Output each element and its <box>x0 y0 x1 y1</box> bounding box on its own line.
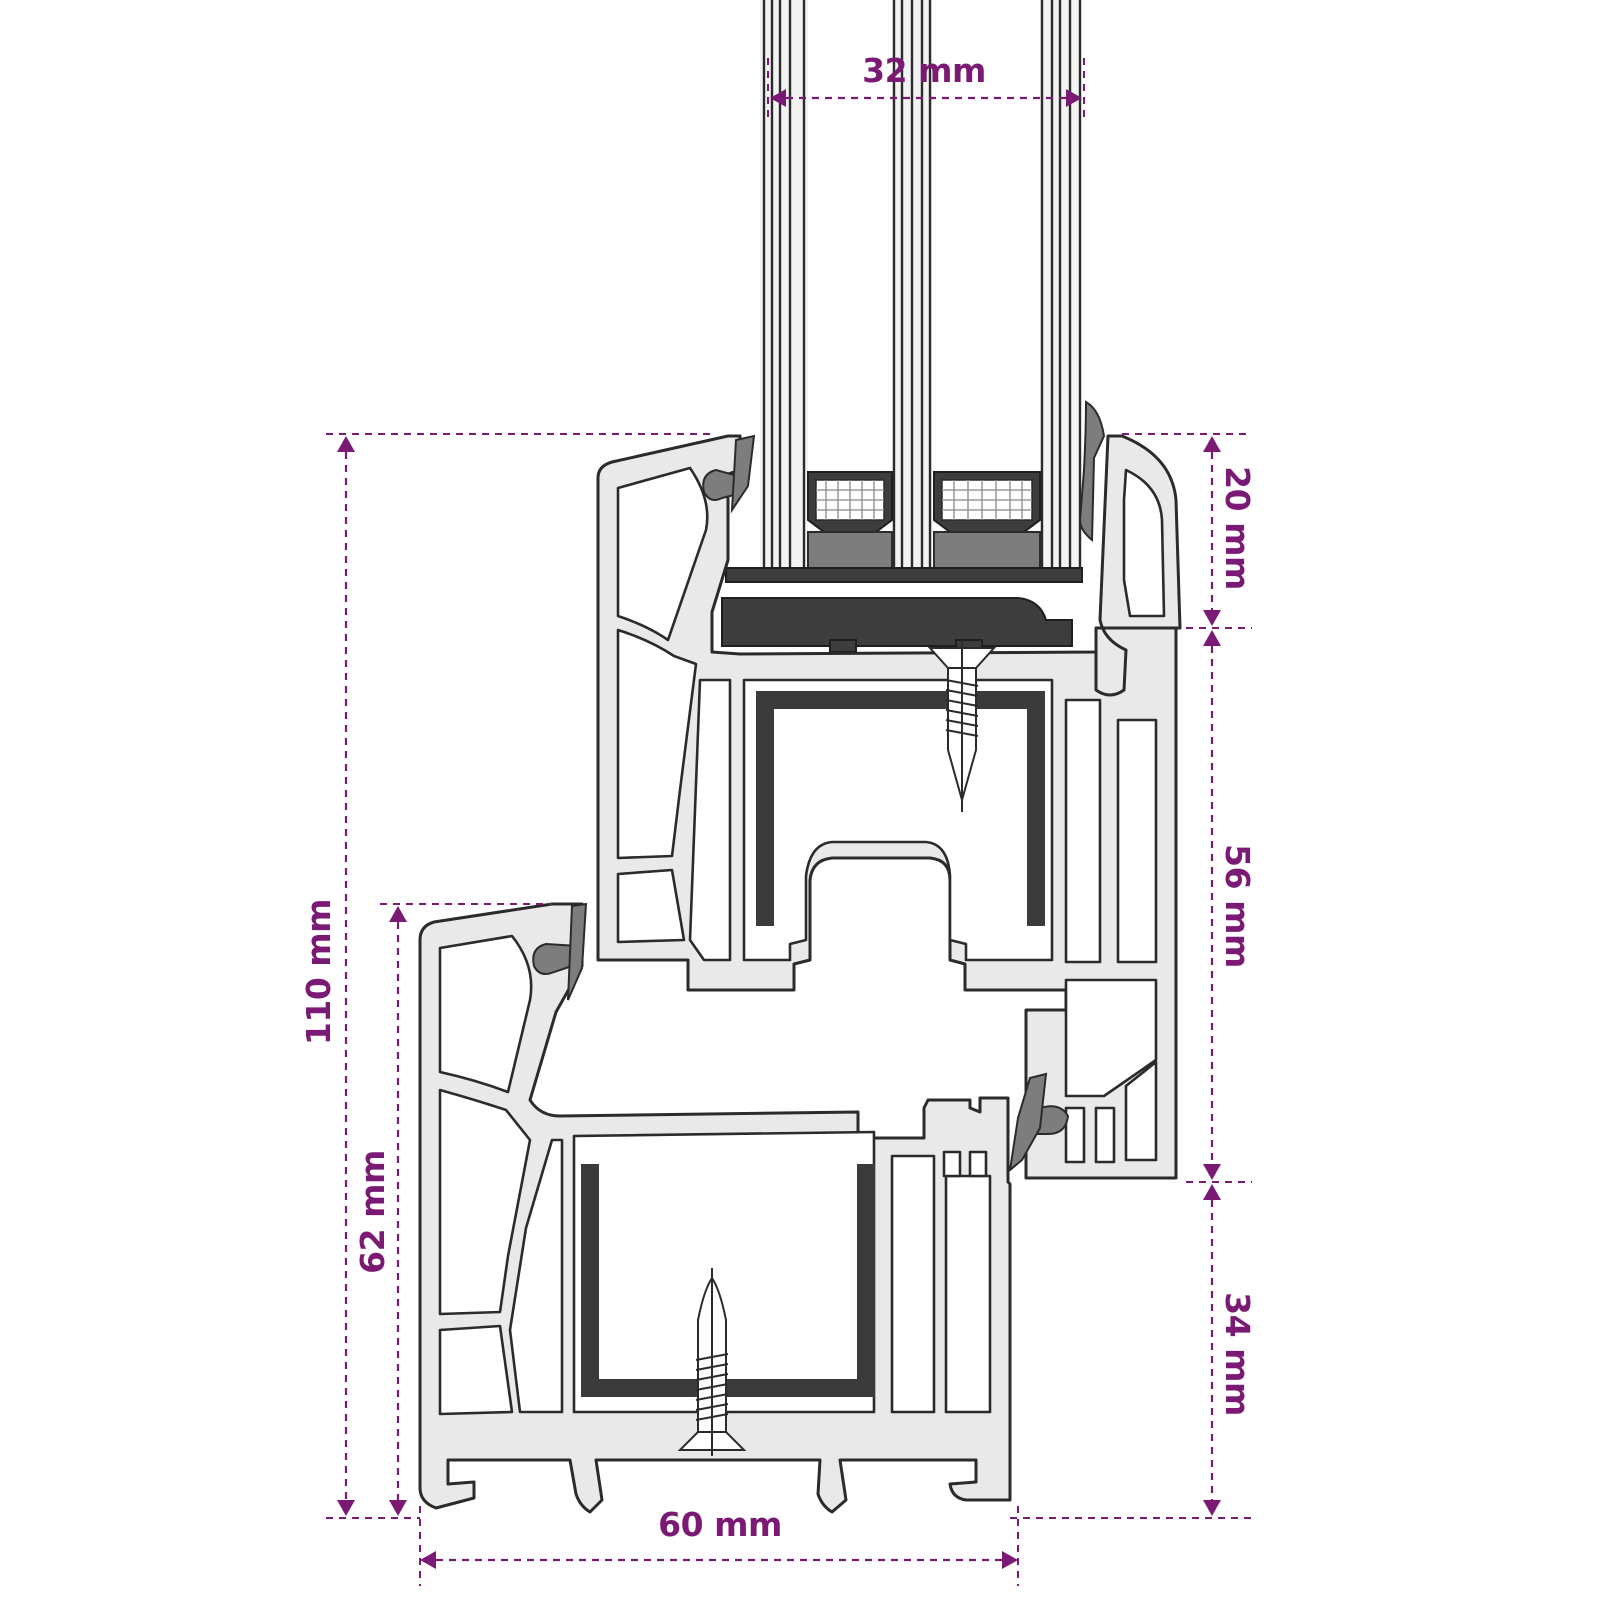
triangle-arrow-icon <box>389 906 407 922</box>
dim-label-depth: 60 mm <box>658 1505 782 1544</box>
glass-pane-middle <box>892 0 932 575</box>
glass-spacer-right <box>933 471 1041 569</box>
triangle-arrow-icon <box>389 1500 407 1516</box>
dim-label-glass: 32 mm <box>862 51 986 90</box>
triangle-arrow-icon <box>1203 436 1221 452</box>
triangle-arrow-icon <box>770 89 786 107</box>
triangle-arrow-icon <box>337 1500 355 1516</box>
triangle-arrow-icon <box>1002 1551 1018 1569</box>
triangle-arrow-icon <box>1066 89 1082 107</box>
triangle-arrow-icon <box>1203 1500 1221 1516</box>
frame-steel-reinforcement <box>581 1164 875 1397</box>
glazing-block <box>721 597 1073 653</box>
glass-pane-inner <box>1040 0 1082 575</box>
glass-spacer-left <box>807 471 893 569</box>
triangle-arrow-icon <box>337 436 355 452</box>
dimension-lines <box>326 58 1252 1586</box>
frame-profile <box>418 902 1070 1514</box>
sash-screw-icon <box>927 640 997 812</box>
triangle-arrow-icon <box>420 1551 436 1569</box>
dim-label-total-height: 110 mm <box>299 899 338 1045</box>
triangle-arrow-icon <box>1203 630 1221 646</box>
glazing-bottom-seal <box>725 567 1083 583</box>
dim-label-sash-middle: 56 mm <box>1218 844 1257 968</box>
dim-label-sash-top: 20 mm <box>1218 466 1257 590</box>
frame-screw-icon <box>677 1268 747 1456</box>
triangle-arrow-icon <box>1203 1184 1221 1200</box>
dim-label-frame-height: 62 mm <box>353 1150 392 1274</box>
sash-steel-reinforcement <box>756 691 1045 926</box>
triangle-arrow-icon <box>1203 1164 1221 1180</box>
dim-label-frame-bottom: 34 mm <box>1218 1292 1257 1416</box>
triangle-arrow-icon <box>1203 610 1221 626</box>
